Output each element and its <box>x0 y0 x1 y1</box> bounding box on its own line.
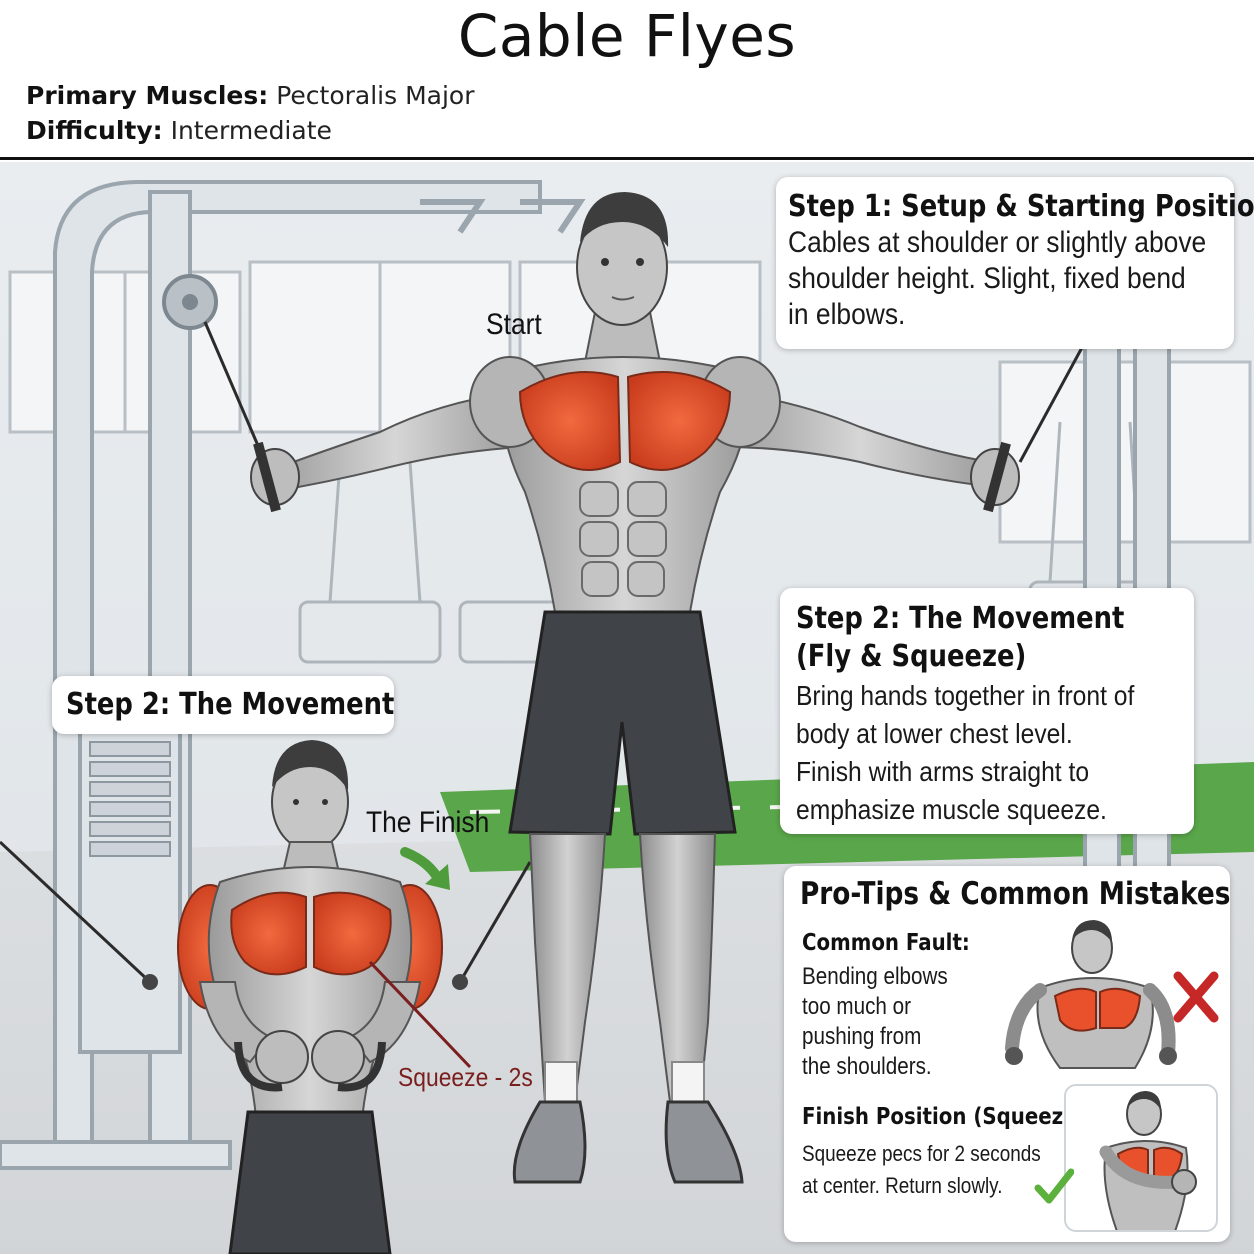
squeeze-label: Squeeze - 2s <box>398 1062 533 1092</box>
step1-line: shoulder height. Slight, fixed bend <box>788 262 1186 295</box>
common-fault-text: Bending elbows too much or pushing from … <box>802 962 948 1082</box>
fault-line: the shoulders. <box>802 1053 932 1080</box>
finish-figure <box>142 740 472 1254</box>
primary-muscles-line: Primary Muscles: Pectoralis Major <box>26 81 474 110</box>
finish-position-figure <box>1064 1084 1218 1232</box>
step1-line: Cables at shoulder or slightly above <box>788 226 1207 259</box>
page-title: Cable Flyes <box>457 2 797 70</box>
finish-position-heading: Finish Position (Squeeze) <box>802 1104 1086 1130</box>
finish-label: The Finish <box>366 806 490 839</box>
difficulty-value: Intermediate <box>170 116 332 145</box>
main-figure-start <box>250 192 1020 1184</box>
check-mark-icon <box>1034 1168 1074 1204</box>
cable-machine-frame <box>0 180 1171 1170</box>
start-label: Start <box>486 308 542 341</box>
difficulty-label: Difficulty: <box>26 116 163 145</box>
finish-line: at center. Return slowly. <box>802 1173 1003 1198</box>
step2-line: body at lower chest level. <box>796 718 1073 749</box>
pro-tips-panel: Pro-Tips & Common Mistakes Common Fault:… <box>784 866 1230 1242</box>
common-fault-heading: Common Fault: <box>802 930 970 956</box>
step1-callout: Step 1: Setup & Starting Position Cables… <box>776 177 1254 349</box>
x-mark-icon <box>1173 971 1219 1023</box>
step2-callout: Step 2: The Movement (Fly & Squeeze) Bri… <box>780 588 1194 834</box>
primary-muscles-value: Pectoralis Major <box>276 81 475 110</box>
difficulty-line: Difficulty: Intermediate <box>26 116 332 145</box>
step2-small-callout: Step 2: The Movement <box>52 676 394 734</box>
common-fault-figure <box>1005 920 1219 1069</box>
fault-line: too much or <box>802 993 911 1020</box>
step2-title: Step 2: The Movement <box>796 601 1125 636</box>
step1-title: Step 1: Setup & Starting Position <box>788 189 1254 224</box>
header: Cable Flyes Primary Muscles: Pectoralis … <box>0 0 1254 160</box>
step1-line: in elbows. <box>788 298 906 331</box>
step2-small-title: Step 2: The Movement <box>66 687 395 722</box>
weight-stack <box>89 741 171 857</box>
step2-line: emphasize muscle squeeze. <box>796 794 1107 825</box>
finish-position-text: Squeeze pecs for 2 seconds at center. Re… <box>802 1138 1041 1202</box>
step2-subtitle: (Fly & Squeeze) <box>796 639 1027 674</box>
primary-muscles-label: Primary Muscles: <box>26 81 269 110</box>
step2-line: Bring hands together in front of <box>796 680 1135 711</box>
pro-tips-title: Pro-Tips & Common Mistakes <box>800 876 1231 912</box>
fault-line: Bending elbows <box>802 963 948 990</box>
step2-line: Finish with arms straight to <box>796 756 1090 787</box>
finish-line: Squeeze pecs for 2 seconds <box>802 1141 1041 1166</box>
fault-line: pushing from <box>802 1023 922 1050</box>
